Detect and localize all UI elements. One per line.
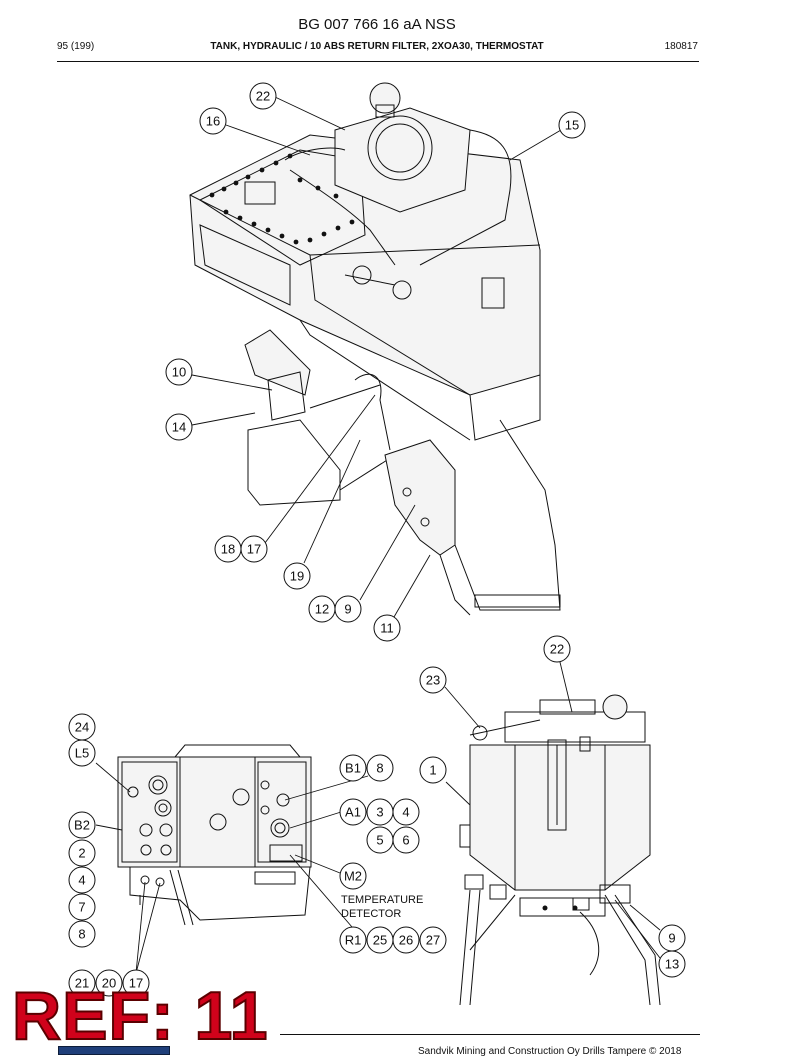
svg-text:17: 17 [247,542,261,557]
callout-24: 24 [68,713,96,741]
leader-lines-top [191,96,562,618]
svg-text:11: 11 [380,621,394,636]
svg-text:B2: B2 [74,818,90,833]
callout-11: 11 [373,614,401,642]
callout-22-front: 22 [543,635,571,663]
svg-text:24: 24 [75,720,89,735]
svg-text:15: 15 [565,118,579,133]
svg-text:2: 2 [78,846,85,861]
callout-1: 1 [419,756,447,784]
callout-3: 3 [366,798,394,826]
svg-text:21: 21 [75,976,89,991]
callout-A1: A1 [339,798,367,826]
callout-15: 15 [558,111,586,139]
callout-12: 12 [308,595,336,623]
callout-23: 23 [419,666,447,694]
svg-text:26: 26 [399,933,413,948]
callout-L5: L5 [68,739,96,767]
svg-text:17: 17 [129,976,143,991]
svg-text:23: 23 [426,673,440,688]
svg-text:B1: B1 [345,761,361,776]
callout-19: 19 [283,562,311,590]
svg-text:25: 25 [373,933,387,948]
svg-text:M2: M2 [344,869,362,884]
note-line-1: TEMPERATURE [341,894,423,906]
callout-9-top: 9 [334,595,362,623]
callout-20: 20 [95,969,123,997]
svg-text:4: 4 [402,805,409,820]
svg-text:13: 13 [665,957,679,972]
footer-copyright: Sandvik Mining and Construction Oy Drill… [418,1046,682,1057]
callout-9-front: 9 [658,924,686,952]
svg-text:8: 8 [78,927,85,942]
svg-text:4: 4 [78,873,85,888]
callout-8-right: 8 [366,754,394,782]
callout-R1: R1 [339,926,367,954]
callout-14: 14 [165,413,193,441]
svg-text:22: 22 [256,89,270,104]
footer-rule [280,1034,700,1035]
callout-21: 21 [68,969,96,997]
svg-text:9: 9 [344,602,351,617]
lid-bolts [209,153,355,245]
callout-B2: B2 [68,811,96,839]
svg-text:R1: R1 [345,933,362,948]
svg-text:8: 8 [376,761,383,776]
svg-text:20: 20 [102,976,116,991]
svg-text:L5: L5 [75,746,89,761]
svg-text:9: 9 [668,931,675,946]
callout-4-side: 4 [68,866,96,894]
tank-isometric-view [189,82,561,616]
callout-10: 10 [165,358,193,386]
callout-2: 2 [68,839,96,867]
svg-text:10: 10 [172,365,186,380]
svg-text:5: 5 [376,833,383,848]
document-date: 180817 [664,41,698,52]
svg-text:14: 14 [172,420,186,435]
leader-lines-front [444,657,661,959]
callout-M2: M2 [339,862,367,890]
callout-6: 6 [392,826,420,854]
callout-B1: B1 [339,754,367,782]
svg-text:22: 22 [550,642,564,657]
svg-text:3: 3 [376,805,383,820]
callout-26: 26 [392,926,420,954]
callout-27: 27 [419,926,447,954]
svg-text:A1: A1 [345,805,361,820]
callout-13: 13 [658,950,686,978]
svg-text:6: 6 [402,833,409,848]
callout-16: 16 [199,107,227,135]
section-title: TANK, HYDRAULIC / 10 ABS RETURN FILTER, … [210,41,544,52]
callout-group: 22 16 15 10 14 18 17 19 12 9 11 22 23 1 … [68,82,686,997]
note-line-2: DETECTOR [341,908,401,920]
header-rule [57,61,699,62]
callout-17-top: 17 [240,535,268,563]
svg-text:7: 7 [78,900,85,915]
callout-8-side: 8 [68,920,96,948]
svg-text:27: 27 [426,933,440,948]
callout-5: 5 [366,826,394,854]
tank-front-view [459,694,661,1006]
callout-25: 25 [366,926,394,954]
svg-text:19: 19 [290,569,304,584]
temperature-detector-note: TEMPERATURE DETECTOR [341,894,423,920]
callout-4-right: 4 [392,798,420,826]
ref-stamp: REF: 11 [11,978,269,1054]
document-number: BG 007 766 16 aA NSS [298,16,456,33]
tank-side-view [117,744,312,926]
svg-text:1: 1 [429,763,436,778]
callout-22-top: 22 [249,82,277,110]
svg-text:18: 18 [221,542,235,557]
page-number: 95 (199) [57,41,95,52]
callout-7: 7 [68,893,96,921]
svg-text:16: 16 [206,114,220,129]
svg-text:12: 12 [315,602,329,617]
callout-18: 18 [214,535,242,563]
callout-17-side: 17 [122,969,150,997]
